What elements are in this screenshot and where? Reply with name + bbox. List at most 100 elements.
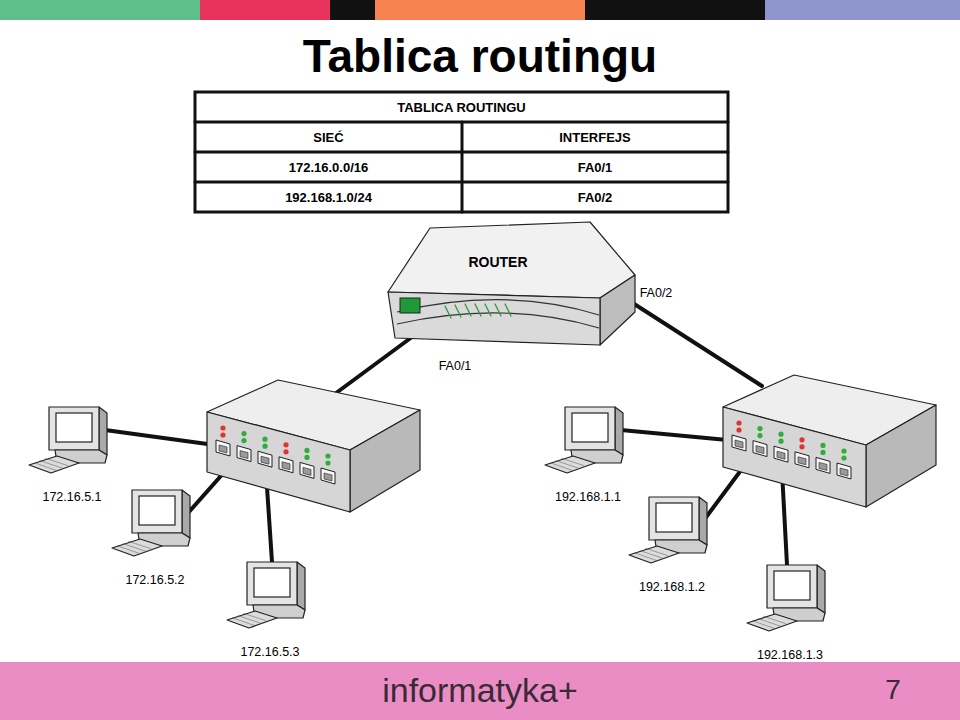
- switch-port: [816, 457, 830, 473]
- switch-port: [216, 440, 230, 456]
- switch-port-hole: [303, 467, 311, 475]
- switch-front: [723, 407, 866, 507]
- table-cell: 172.16.0.0/16: [195, 152, 462, 182]
- table-column-line: [461, 122, 464, 212]
- table-cell: FA0/2: [462, 182, 728, 212]
- ip-address: 192.168.1.2: [622, 579, 722, 595]
- switch-port-hole: [777, 451, 785, 459]
- computer-icon: [105, 488, 205, 568]
- switch-led: [325, 453, 330, 458]
- switch-port-hole: [798, 457, 806, 465]
- router-cable: [332, 337, 412, 396]
- switch-led: [262, 437, 267, 442]
- computer-icon: [622, 495, 722, 575]
- switch-port: [321, 468, 335, 484]
- keyboard-keys: [635, 553, 657, 561]
- switch-port-hole: [219, 445, 227, 453]
- keyboard-keys: [40, 461, 62, 468]
- monitor-screen: [254, 568, 290, 597]
- table-border: [195, 92, 728, 212]
- switch-led: [799, 444, 804, 449]
- router-vent: [465, 304, 471, 316]
- monitor-screen: [774, 571, 810, 600]
- footer-bar: [0, 662, 960, 720]
- switch-led: [820, 443, 825, 448]
- table-cell: SIEĆ: [195, 122, 462, 152]
- keyboard-keys: [764, 616, 786, 623]
- monitor-side: [99, 407, 107, 455]
- keyboard: [29, 456, 79, 473]
- router-vent: [505, 304, 511, 316]
- switch-side: [866, 405, 936, 507]
- keyboard-keys: [551, 463, 573, 471]
- switch-port-hole: [282, 462, 290, 470]
- switch-led: [283, 449, 288, 454]
- switch-port-hole: [240, 451, 248, 459]
- monitor-side: [699, 497, 707, 545]
- switch-port: [753, 441, 767, 457]
- monitor-side: [182, 490, 190, 538]
- switch-front: [207, 412, 350, 512]
- monitor-screen: [56, 413, 92, 442]
- switch-led: [778, 439, 783, 444]
- keyboard-keys: [562, 458, 584, 465]
- port-label: FA0/2: [628, 284, 684, 302]
- monitor-body: [767, 565, 817, 608]
- router-vent: [495, 304, 501, 316]
- keyboard-keys: [233, 618, 255, 626]
- keyboard-keys: [129, 541, 151, 548]
- switch-led: [841, 448, 846, 453]
- monitor-screen: [656, 503, 692, 532]
- computer-node: 172.16.5.3: [220, 560, 320, 660]
- switch-side: [350, 410, 420, 512]
- computer-node: 192.168.1.3: [740, 563, 840, 663]
- switch-led: [325, 460, 330, 465]
- keyboard: [747, 614, 797, 631]
- switch-port: [795, 452, 809, 468]
- switch-port-hole: [735, 440, 743, 448]
- ip-address: 172.16.5.3: [220, 644, 320, 660]
- ip-address: 192.168.1.3: [740, 647, 840, 663]
- keyboard-keys: [640, 551, 662, 558]
- keyboard-keys: [758, 619, 780, 626]
- switch: [723, 375, 936, 507]
- computer-node: 192.168.1.1: [538, 405, 638, 505]
- switch-port: [837, 463, 851, 479]
- table-header: TABLICA ROUTINGU: [195, 92, 728, 122]
- port-label: FA0/1: [427, 357, 483, 375]
- monitor-side: [615, 407, 623, 455]
- keyboard-keys: [118, 546, 140, 554]
- monitor-body: [649, 497, 699, 540]
- computer-node: 172.16.5.1: [22, 405, 122, 505]
- computer-icon: [22, 405, 122, 485]
- keyboard-keys: [123, 544, 145, 551]
- keyboard-keys: [238, 616, 260, 623]
- switch-led: [220, 432, 225, 437]
- router-node: ROUTER: [385, 220, 637, 348]
- page-number: 7: [870, 668, 916, 712]
- switch-led: [304, 448, 309, 453]
- top-color-bar: [330, 0, 375, 20]
- keyboard-keys: [556, 461, 578, 468]
- switch-port-hole: [840, 468, 848, 476]
- monitor-body: [565, 407, 615, 450]
- monitor-body: [132, 490, 182, 533]
- router-front: [388, 292, 600, 345]
- computer-node: 172.16.5.2: [105, 488, 205, 588]
- switch-led: [220, 425, 225, 430]
- switch-port-hole: [756, 446, 764, 454]
- switch-led: [820, 450, 825, 455]
- switch: [207, 380, 420, 512]
- switch-port: [258, 451, 272, 467]
- switch-port: [279, 457, 293, 473]
- router-cable: [628, 300, 762, 386]
- switch-led: [736, 420, 741, 425]
- top-color-bar: [0, 0, 200, 20]
- computer-icon: [740, 563, 840, 643]
- footer-brand: informatyka+: [330, 668, 630, 712]
- switch-port-hole: [819, 462, 827, 470]
- keyboard-keys: [35, 463, 57, 471]
- switch-led: [262, 444, 267, 449]
- pc-cable: [105, 430, 222, 446]
